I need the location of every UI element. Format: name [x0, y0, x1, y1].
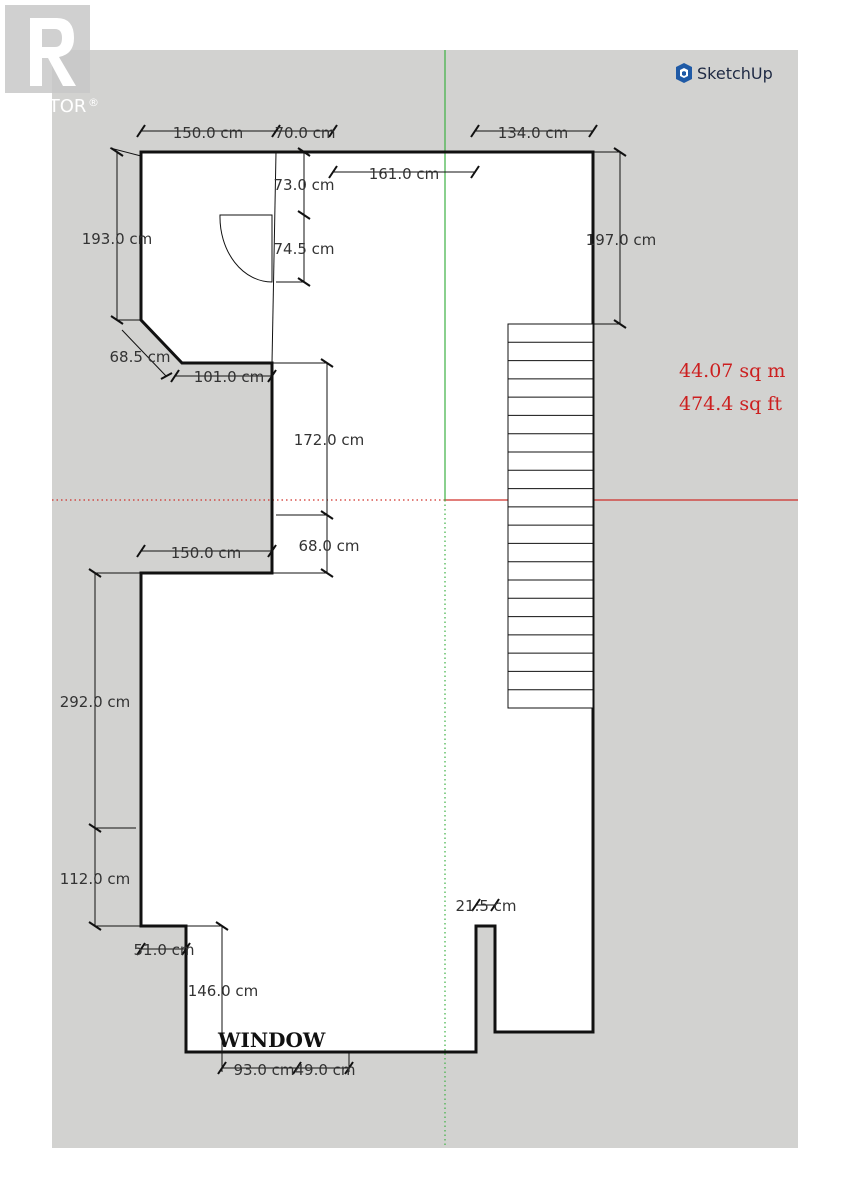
dim-193: 193.0 cm — [82, 230, 153, 248]
exterior-wall — [139, 150, 595, 1054]
dim-172: 172.0 cm — [294, 431, 365, 449]
dim-74-5: 74.5 cm — [273, 240, 334, 258]
dim-68-5: 68.5 cm — [109, 348, 170, 366]
dim-21-5: 21.5 cm — [455, 897, 516, 915]
area-sq-ft: 474.4 sq ft — [679, 393, 782, 415]
brokerage-watermark: CENTURY 21 KENNECT REALTY, Brokerage — [272, 1154, 577, 1170]
area-sq-m: 44.07 sq m — [679, 360, 785, 382]
sketchup-logo: SketchUp — [676, 63, 773, 83]
staircase — [507, 323, 594, 709]
dim-93: 93.0 cm — [233, 1061, 294, 1079]
floor-plan-interior — [141, 152, 593, 1052]
interior-thin-wall — [271, 151, 277, 364]
dim-197: 197.0 cm — [586, 231, 657, 249]
dim-51: 51.0 cm — [133, 941, 194, 959]
dim-161: 161.0 cm — [369, 165, 440, 183]
dim-101: 101.0 cm — [194, 368, 265, 386]
realtor-registered-mark: ® — [88, 96, 99, 109]
dim-68: 68.0 cm — [298, 537, 359, 555]
dim-134: 134.0 cm — [498, 124, 569, 142]
dim-292: 292.0 cm — [60, 693, 131, 711]
dim-112: 112.0 cm — [60, 870, 131, 888]
window-label: WINDOW — [217, 1028, 326, 1052]
realtor-text: REALTOR — [5, 96, 86, 117]
staircase-outline — [507, 323, 594, 709]
dimension-lines — [88, 124, 627, 1075]
door-swing-icon — [219, 214, 273, 283]
sketchup-wordmark: SketchUp — [697, 64, 773, 83]
dim-70: 70.0 cm — [274, 124, 335, 142]
dim-146: 146.0 cm — [188, 982, 259, 1000]
dim-73: 73.0 cm — [273, 176, 334, 194]
realtor-r-glyph — [30, 18, 76, 86]
realtor-logo: REALTOR ® — [5, 5, 99, 117]
sketchup-icon — [676, 63, 692, 83]
dim-150-mid: 150.0 cm — [171, 544, 242, 562]
dim-49: 49.0 cm — [294, 1061, 355, 1079]
dim-150-top: 150.0 cm — [173, 124, 244, 142]
